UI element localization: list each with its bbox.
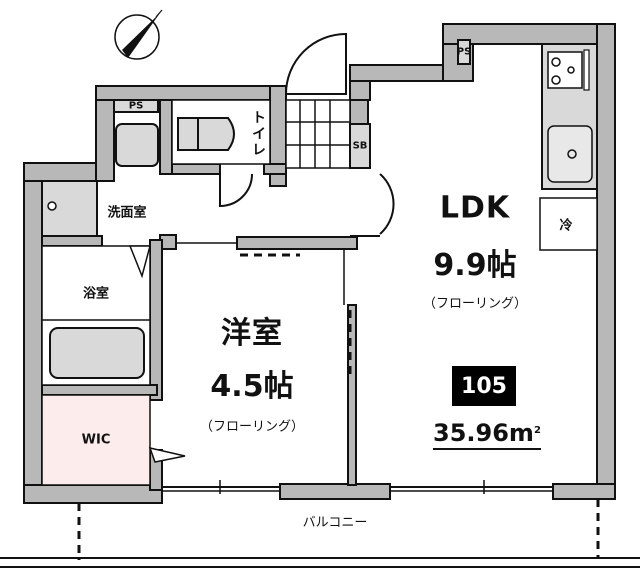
fridge-label: 冷 <box>559 218 573 234</box>
wall-left-outer <box>23 162 43 504</box>
total-area: 35.96m2 <box>433 418 541 450</box>
bath-door-icon <box>128 245 151 279</box>
wall-top-left <box>95 85 287 101</box>
wall-toilet-left <box>159 99 173 175</box>
north-arrow-icon <box>122 13 160 58</box>
ldk-name: LDK <box>439 190 511 226</box>
toilet-bowl-icon <box>197 117 235 151</box>
washbasin-icon <box>115 123 159 167</box>
toilet-tank-icon <box>177 117 199 151</box>
ldk-floor: （フローリング） <box>422 296 528 312</box>
balcony-label: バルコニー <box>302 515 368 531</box>
wall-bath-right <box>149 239 163 401</box>
wall-bottom-left <box>23 484 163 504</box>
wic-label: WIC <box>81 432 111 448</box>
washroom-label: 洗面室 <box>107 205 147 221</box>
fridge-space <box>539 197 598 251</box>
wall-toilet-bottom-right <box>263 163 287 175</box>
toilet-door-icon <box>219 173 253 208</box>
ps-right-label: PS <box>456 46 472 58</box>
wall-right-outer <box>596 23 616 485</box>
entrance-tiles <box>285 99 351 169</box>
ps-left-label: PS <box>128 100 144 112</box>
western-room-name: 洋室 <box>221 316 283 351</box>
western-room-floor: （フローリング） <box>199 419 305 435</box>
area-value: 35.96 <box>433 419 509 447</box>
western-room-size: 4.5帖 <box>210 369 294 404</box>
bathtub-icon <box>49 327 145 379</box>
ldk-size: 9.9帖 <box>433 248 517 283</box>
area-unit: m <box>508 419 534 447</box>
ps-left-box <box>113 99 159 113</box>
toilet-label: トイレ <box>250 110 266 158</box>
wall-bottom-right <box>552 483 616 500</box>
shoe-box <box>349 123 371 169</box>
wall-western-top <box>236 236 358 250</box>
sink-icon <box>547 125 593 183</box>
compass-circle-icon <box>114 14 160 60</box>
ldk-door-icon <box>379 173 395 235</box>
compass <box>114 9 163 60</box>
balcony <box>0 499 640 568</box>
unit-number-badge: 105 <box>452 366 516 406</box>
shoe-box-label: SB <box>352 140 368 152</box>
ps-right-box <box>457 39 471 65</box>
bathroom-label: 浴室 <box>82 286 110 302</box>
wall-bottom-mid <box>279 483 391 500</box>
front-door-icon <box>284 32 347 95</box>
wic-door-icon <box>148 446 186 463</box>
wic-area <box>41 394 151 486</box>
wall-bath-wic <box>41 384 158 396</box>
area-unit-sup: 2 <box>533 425 541 436</box>
wall-wash-bath <box>41 235 103 247</box>
wall-divider <box>347 304 357 486</box>
wall-ldk-top-left <box>349 64 446 82</box>
